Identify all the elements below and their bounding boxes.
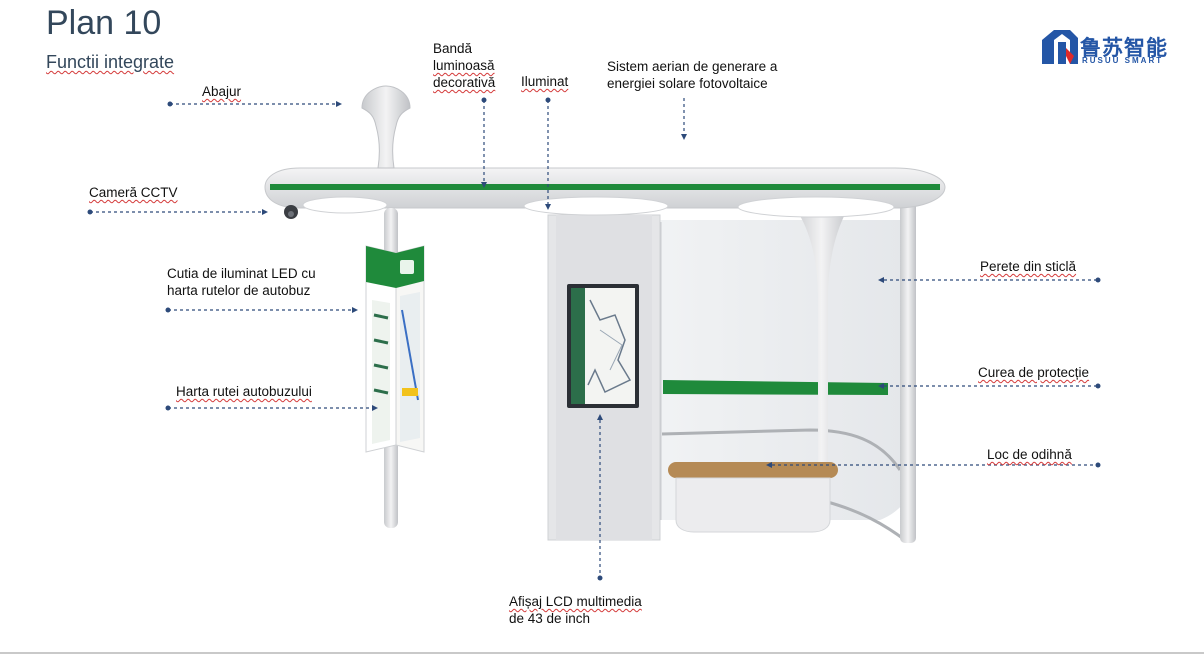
protection-band [663, 380, 888, 395]
decorative-light-band [270, 184, 940, 190]
label-cctv: Cameră CCTV [89, 185, 178, 200]
page-subtitle: Functii integrate [46, 52, 175, 72]
lamp-shade [361, 85, 411, 169]
bench-seat [668, 462, 838, 478]
label-banda-luminoasa: Bandă luminoasă decorativă [433, 41, 496, 90]
label-route-map: Harta rutei autobuzului [176, 384, 312, 399]
label-solar-system: Sistem aerian de generare a energiei sol… [607, 59, 778, 91]
bottom-divider [0, 652, 1204, 654]
label-lcd-display: Afișaj LCD multimedia de 43 de inch [509, 594, 642, 626]
tree-column [793, 205, 850, 462]
label-iluminat: Iluminat [521, 74, 569, 89]
logo-chinese: 鲁苏智能 [1080, 37, 1168, 60]
label-glass-wall: Perete din sticlă [980, 259, 1077, 274]
label-abajur: Abajur [202, 84, 242, 99]
glass-wall [660, 220, 915, 520]
label-protection-band: Curea de protecție [978, 365, 1090, 380]
logo-english: RUSUU SMART [1082, 56, 1164, 65]
brand-logo: 鲁苏智能 RUSUU SMART [1040, 26, 1170, 70]
page-title: Plan 10 [46, 4, 162, 42]
label-led-box: Cutia de iluminat LED cu harta rutelor d… [167, 266, 316, 298]
right-post [900, 198, 916, 543]
label-rest-seat: Loc de odihnă [987, 447, 1072, 462]
rusuu-logo-icon [1042, 30, 1078, 64]
